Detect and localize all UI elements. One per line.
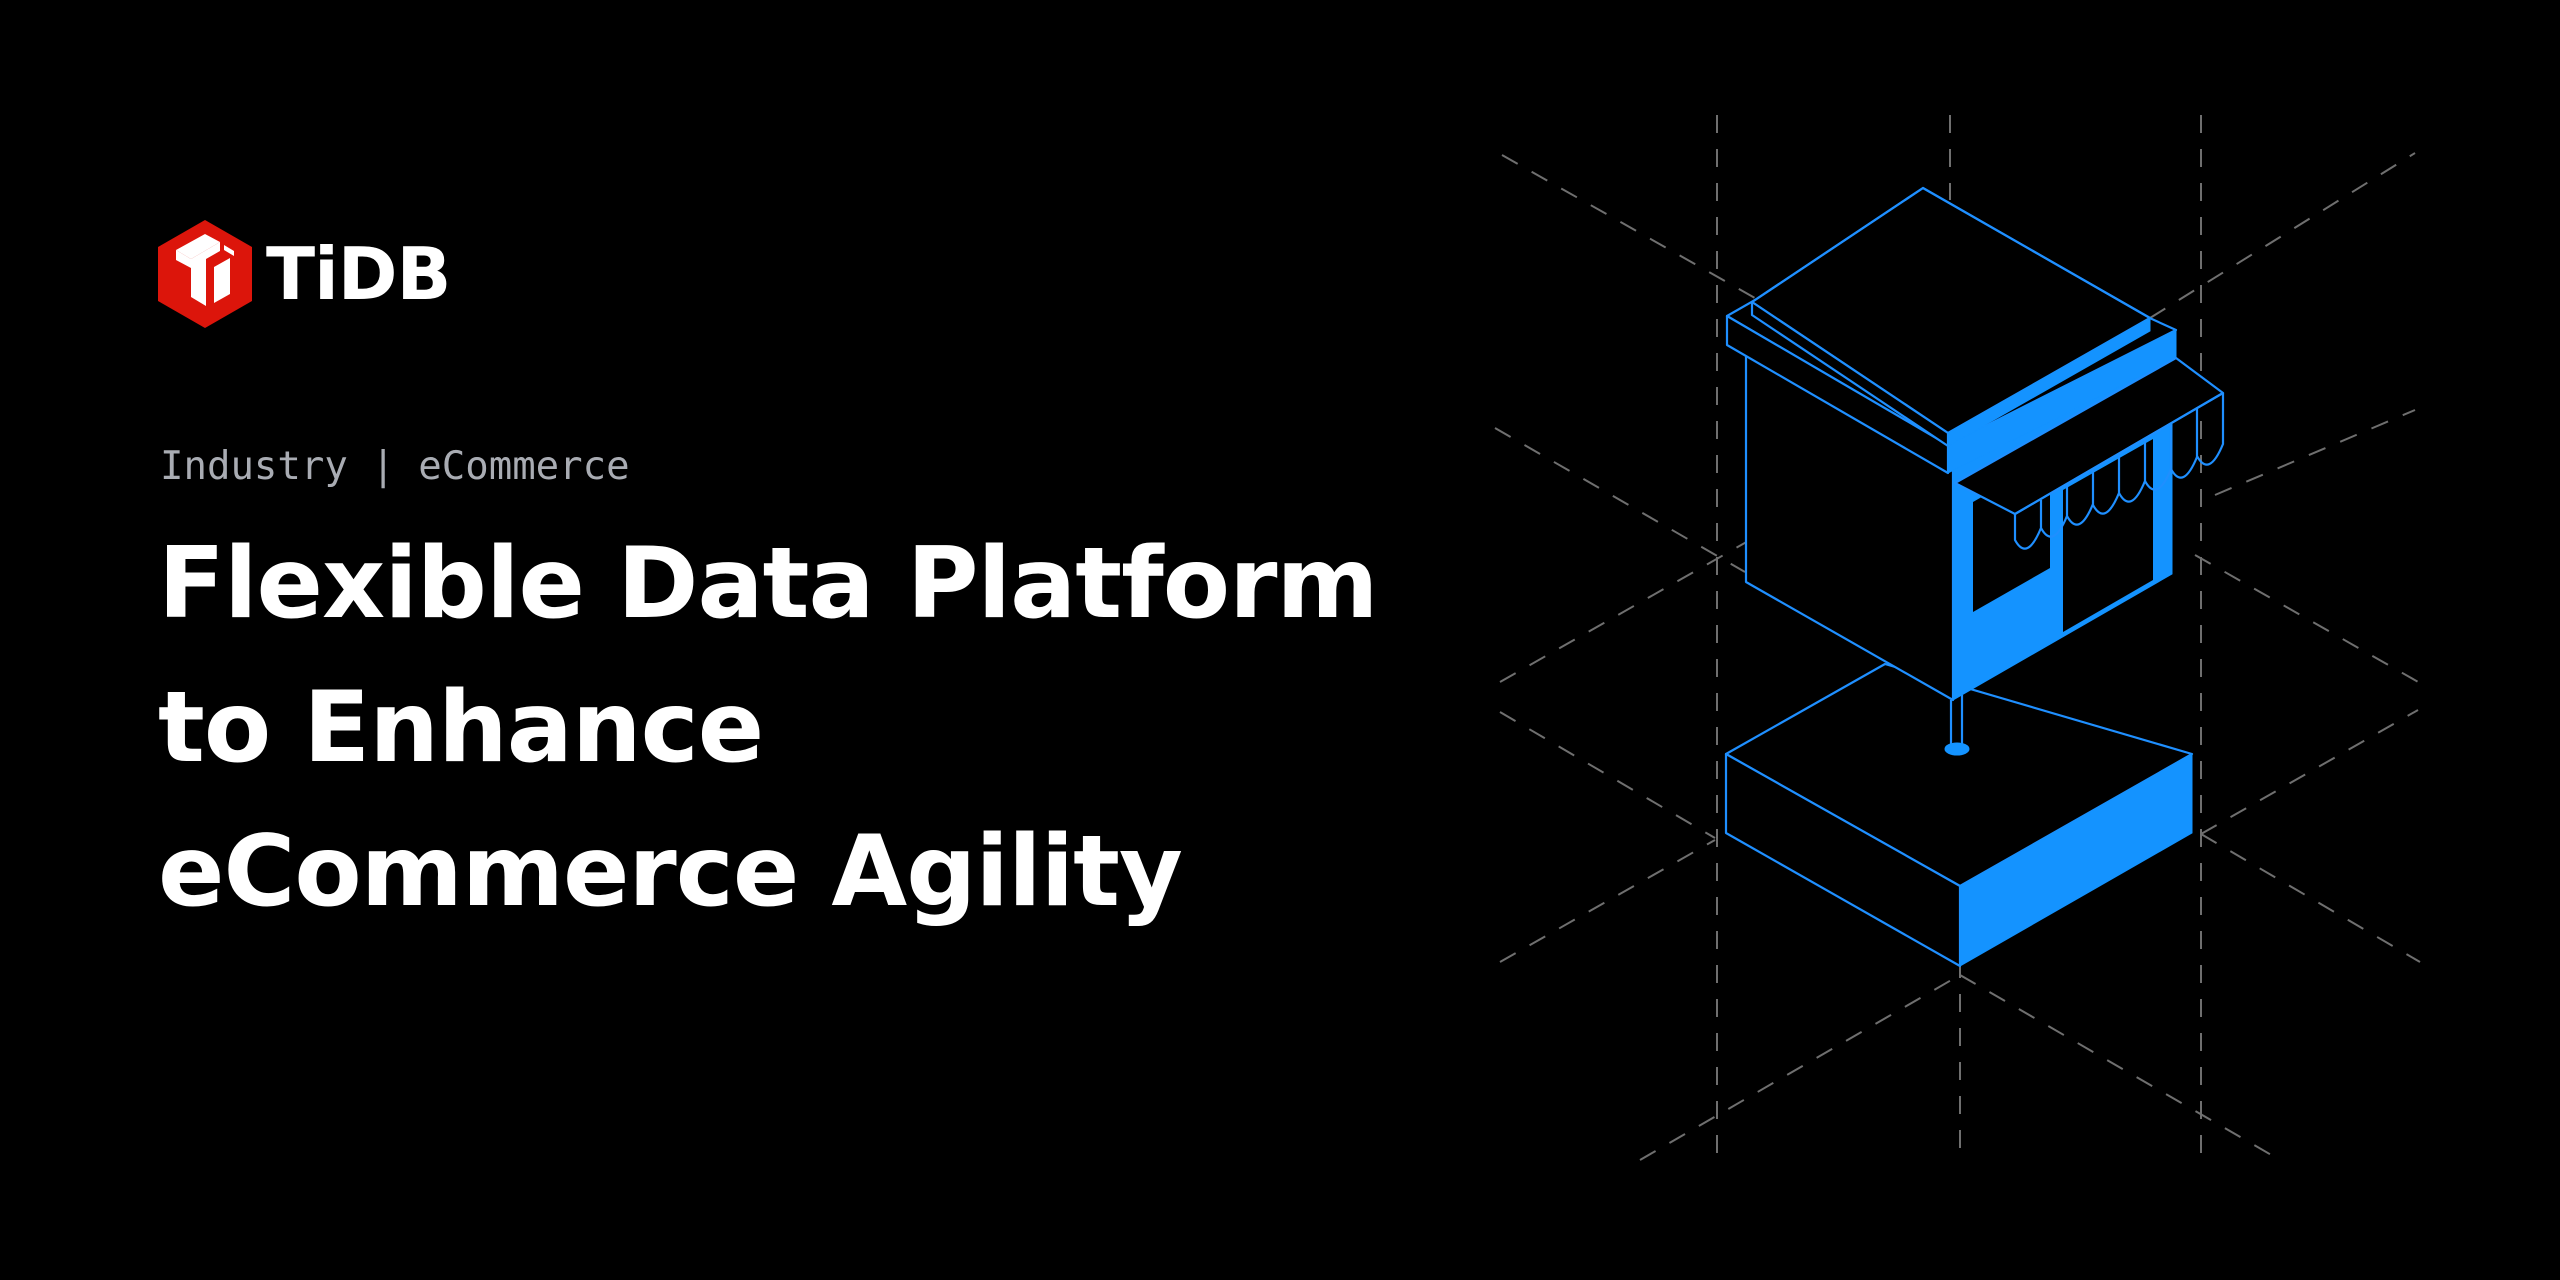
store-building (1725, 186, 2178, 702)
title-line-2: to Enhance (158, 671, 764, 785)
tidb-logo: TiDB (158, 220, 451, 328)
title-line-3: eCommerce Agility (158, 815, 1183, 929)
logo-wordmark: TiDB (266, 232, 451, 316)
store-base-platform (1724, 662, 2194, 968)
title-line-1: Flexible Data Platform (158, 527, 1379, 641)
store-awning (1953, 356, 2225, 550)
isometric-guide-grid (1494, 115, 2421, 1168)
page-title: Flexible Data Platform to Enhance eComme… (158, 512, 1379, 944)
category-label: Industry | eCommerce (160, 444, 630, 489)
tidb-hexagon-icon (158, 220, 252, 328)
